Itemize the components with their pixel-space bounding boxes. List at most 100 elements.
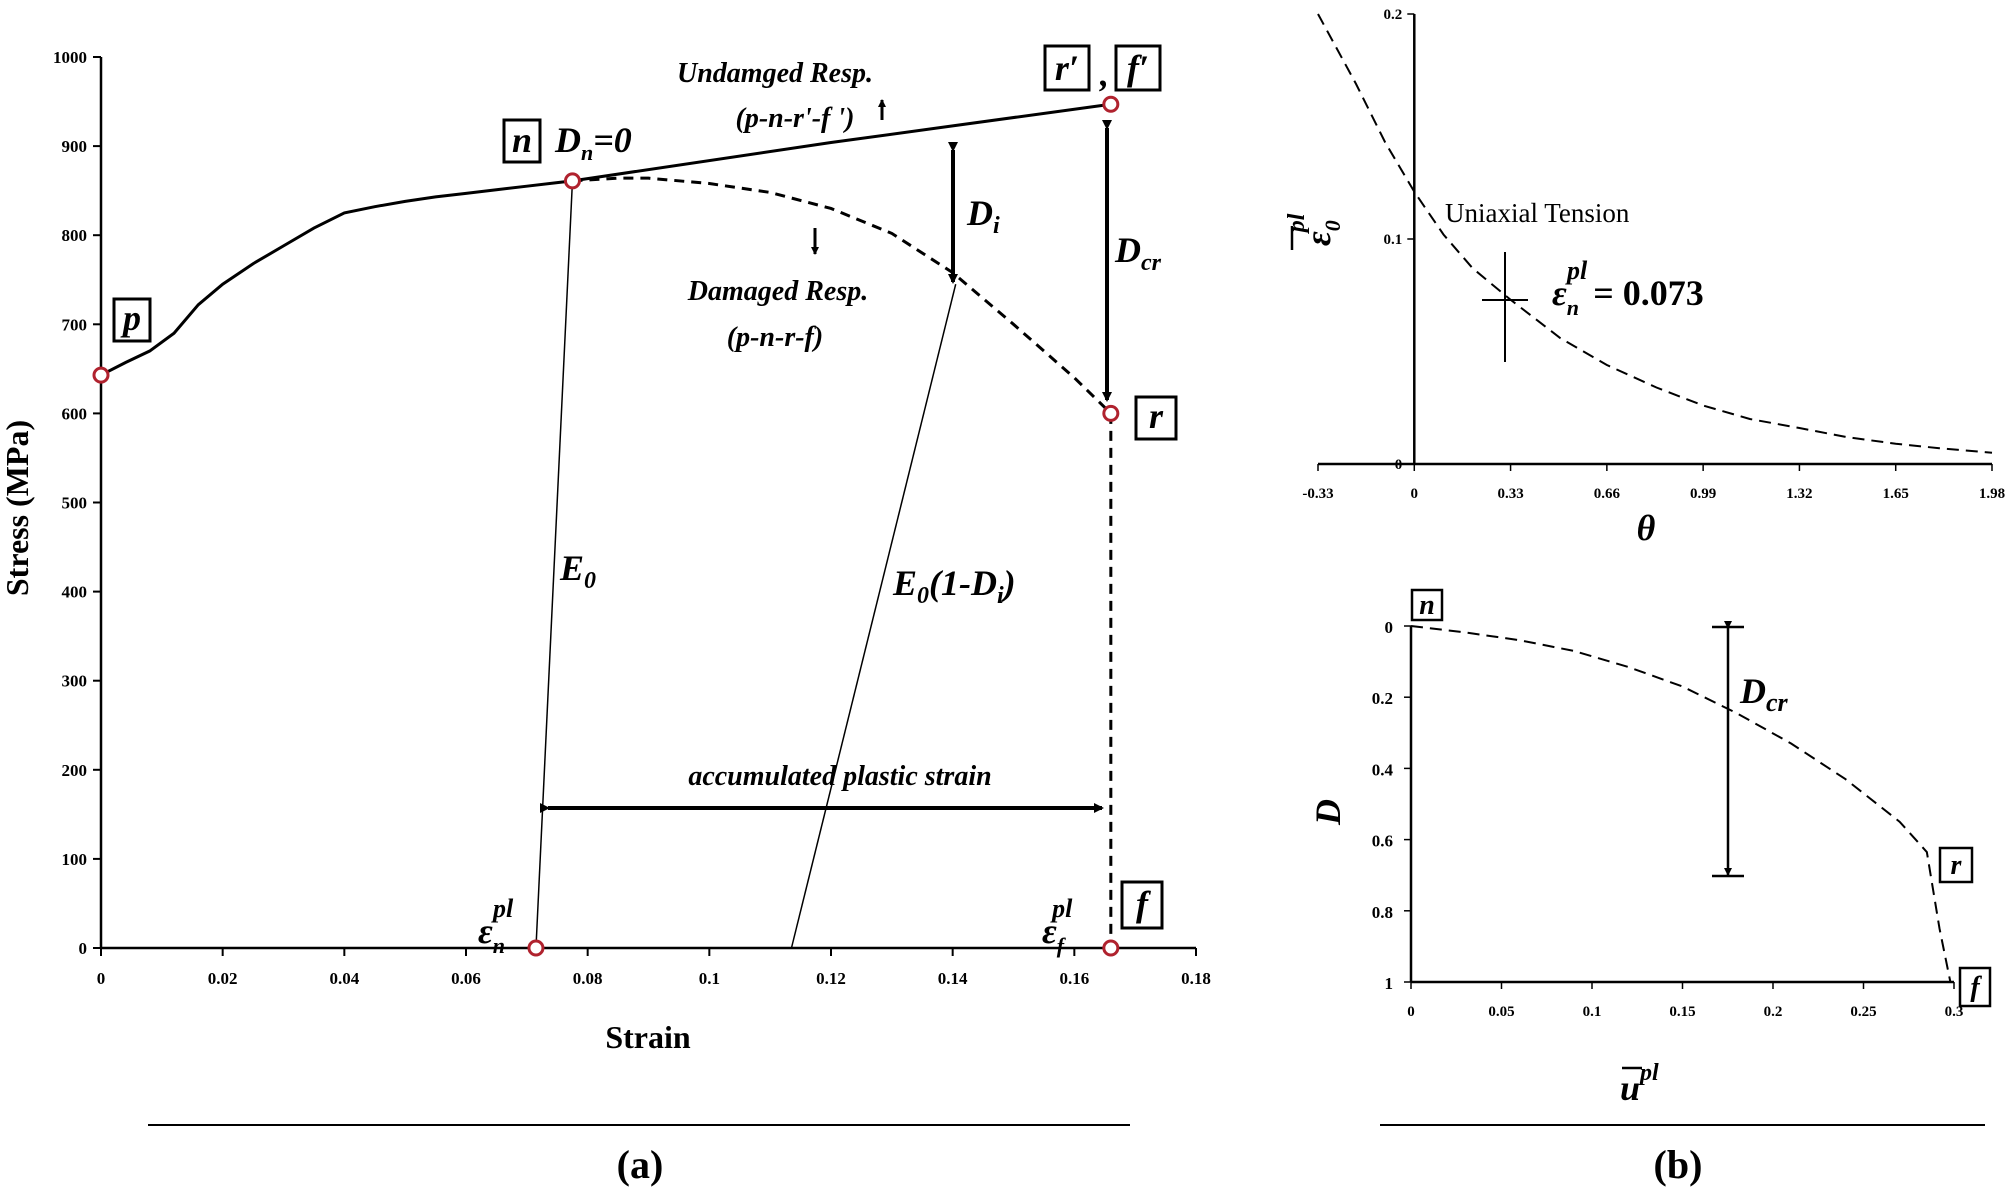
point-marker-epsilon_n_pl	[527, 939, 545, 957]
y-tick-label: 1	[1385, 974, 1394, 993]
svg-text:f: f	[1136, 884, 1151, 924]
y-tick-label: 0	[1385, 618, 1394, 637]
series-line-2	[535, 180, 574, 949]
y-axis-title-a: Stress (MPa)	[0, 420, 35, 596]
y-tick-label: 0.2	[1372, 689, 1393, 708]
y-tick-label: 0.2	[1384, 7, 1403, 23]
y-tick-label: 0.1	[1384, 232, 1403, 248]
x-tick-label: 0.15	[1669, 1004, 1695, 1020]
tag-r-b: r	[1938, 846, 1974, 884]
dcr-label-b: Dcr	[1739, 671, 1789, 717]
svg-text:n: n	[1419, 590, 1435, 621]
y-tick-label: 0	[79, 939, 88, 958]
x-tick-label: 0.3	[1945, 1004, 1964, 1020]
x-tick-label: 0.1	[699, 969, 720, 988]
x-tick-label: 0	[1411, 486, 1419, 502]
series-a	[100, 102, 1113, 949]
y-tick-label: 300	[62, 672, 88, 691]
y-tick-label: 700	[62, 315, 88, 334]
x-tick-label: 0.16	[1059, 969, 1089, 988]
x-tick-label: 0.99	[1690, 486, 1716, 502]
x-tick-label: 0.04	[329, 969, 359, 988]
x-tick-label: -0.33	[1302, 486, 1333, 502]
y-axis-title-b-top: ε0pl	[1284, 213, 1345, 246]
dn-label: Dn=0	[554, 120, 632, 165]
y-tick-label: 0	[1395, 457, 1403, 473]
svg-text:r: r	[1149, 396, 1164, 436]
y-tick-label: 200	[62, 761, 88, 780]
di-label: Di	[966, 193, 1000, 239]
x-tick-label: 0	[97, 969, 106, 988]
tag-r-prime: r′	[1043, 44, 1091, 92]
panel-b-label: (b)	[1654, 1142, 1703, 1187]
axes-b-bottom	[1409, 626, 1954, 984]
damaged-label: Damaged Resp.	[687, 276, 868, 307]
x-tick-label: 0.05	[1488, 1004, 1514, 1020]
y-tick-label: 0.6	[1372, 832, 1393, 851]
svg-text:f′: f′	[1127, 48, 1149, 88]
eps-n-label: εnpl	[478, 894, 514, 958]
x-tick-label: 0.66	[1594, 486, 1621, 502]
x-axis-title-b-top: θ	[1637, 508, 1656, 548]
x-tick-label: 0.06	[451, 969, 481, 988]
svg-text:r′: r′	[1055, 48, 1079, 88]
series-line-0	[100, 102, 1112, 377]
series-line-b-top	[1317, 13, 1993, 454]
undamaged-path-label: (p-n-r'-f ')	[736, 103, 855, 134]
y-tick-label: 500	[62, 494, 88, 513]
x-axis-title-b-bottom: upl	[1620, 1060, 1659, 1108]
points-a	[92, 95, 1120, 957]
y-tick-label: 600	[62, 404, 88, 423]
point-marker-r-prime	[1102, 95, 1120, 113]
svg-text:r: r	[1951, 850, 1963, 881]
dcr-label: Dcr	[1114, 230, 1162, 276]
y-tick-label: 0.4	[1372, 760, 1394, 779]
x-tick-label: 0.25	[1850, 1004, 1876, 1020]
y-tick-label: 800	[62, 226, 88, 245]
tag-f: f	[1120, 880, 1164, 930]
tag-n: n	[502, 118, 542, 164]
point-marker-p	[92, 366, 110, 384]
series-line-3	[790, 284, 957, 949]
panel-a-label: (a)	[617, 1142, 664, 1187]
series-b-bottom	[1410, 625, 1952, 983]
x-tick-label: 0.14	[938, 969, 968, 988]
tag-n-b: n	[1410, 588, 1444, 622]
x-tick-label: 1.98	[1979, 486, 2005, 502]
series-b-top	[1317, 13, 1993, 454]
x-tick-label: 0.2	[1764, 1004, 1783, 1020]
y-tick-label: 0.8	[1372, 903, 1393, 922]
x-tick-label: 0.1	[1583, 1004, 1602, 1020]
point-marker-epsilon_f_pl	[1102, 939, 1120, 957]
point-marker-n	[563, 172, 581, 190]
y-ticks-b-top: 0 0.1 0.2	[1384, 7, 1415, 473]
undamaged-label: Undamged Resp.	[677, 58, 873, 89]
eps-f-label: εfpl	[1042, 894, 1073, 958]
x-tick-label: 0.12	[816, 969, 846, 988]
x-axis-title-a: Strain	[605, 1019, 691, 1055]
tag-p: p	[112, 297, 152, 343]
e0d-label: E0(1-Di)	[892, 563, 1016, 609]
e0-label: E0	[559, 548, 596, 594]
svg-text:f: f	[1970, 972, 1982, 1003]
tag-r: r	[1134, 395, 1178, 441]
tag-f-prime: f′	[1114, 44, 1162, 92]
y-axis-title-b-bottom: D	[1308, 799, 1348, 826]
tag-f-b: f	[1958, 966, 1992, 1008]
svg-text:p: p	[120, 298, 141, 338]
point-marker-r	[1102, 404, 1120, 422]
accumulated-label: accumulated plastic strain	[688, 761, 991, 792]
x-tick-label: 0.18	[1181, 969, 1211, 988]
series-line-b-bottom	[1410, 625, 1952, 983]
y-tick-label: 400	[62, 583, 88, 602]
dcr-bar-b	[1712, 621, 1744, 878]
axes-a	[99, 57, 1196, 950]
y-tick-label: 1000	[53, 48, 87, 67]
axes-b-top	[1318, 14, 1992, 466]
